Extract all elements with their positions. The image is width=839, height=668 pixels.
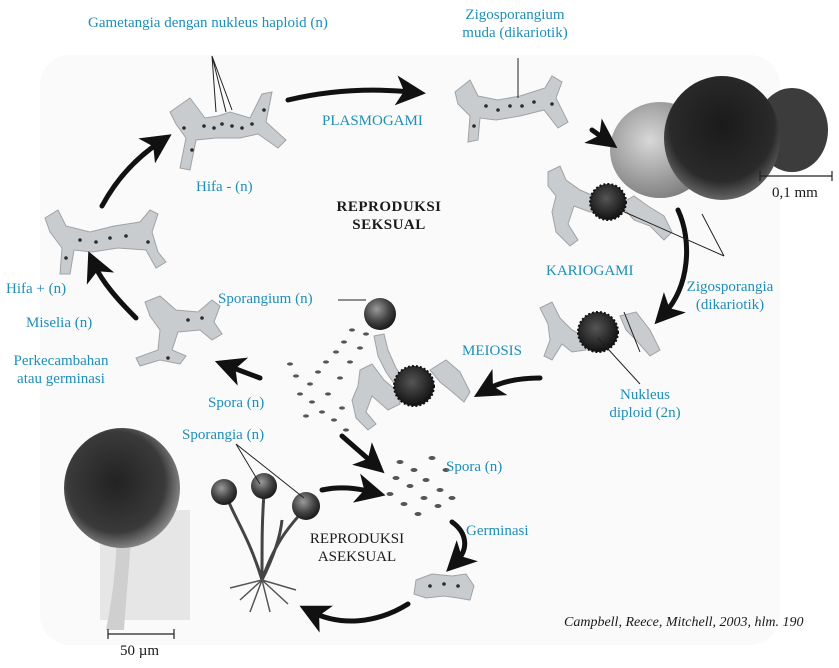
- label-asexual-reproduction-line1: REPRODUKSI: [309, 531, 405, 547]
- arrow-mycelium-up: [86, 251, 139, 321]
- label-gametangia: Gametangia dengan nukleus haploid (n): [88, 15, 328, 31]
- label-karyogamy: KARIOGAMI: [546, 263, 634, 279]
- label-asexual-reproduction-line2: ASEKSUAL: [317, 549, 397, 565]
- mature-zygosporangium-hypha-left: [351, 363, 401, 431]
- label-young-zygosporangium: Zigosporangium muda (dikariotik): [430, 6, 600, 42]
- label-zygosporangia-line1: Zigosporangia: [686, 279, 774, 295]
- arrow-asexual-return: [299, 601, 411, 633]
- meiosis-hypha-left: [539, 301, 587, 361]
- arrow-hifa-up: [99, 134, 172, 209]
- label-asexual-reproduction: REPRODUKSI ASEKSUAL: [292, 530, 422, 566]
- hifa-left-hypha: [44, 209, 167, 275]
- germination-hypha: [413, 573, 475, 601]
- arrow-spores-left: [214, 357, 263, 386]
- label-hifa-minus: Hifa - (n): [196, 179, 253, 195]
- zygosporangium-karyogamy: [589, 183, 627, 221]
- label-meiosis: MEIOSIS: [462, 343, 523, 359]
- spores: [287, 328, 456, 516]
- label-diploid-nucleus-line1: Nukleus: [620, 387, 670, 403]
- label-zygosporangia-line2: (dikariotik): [695, 297, 765, 313]
- leader-zygosporangia: [619, 209, 725, 257]
- label-scale-01mm: 0,1 mm: [772, 185, 818, 201]
- label-mycelium: Miselia (n): [26, 315, 93, 331]
- leader-nucleus: [597, 311, 641, 385]
- sporangium-head: [364, 298, 396, 330]
- leader-sporangia: [235, 443, 305, 499]
- arrow-spores-down: [339, 433, 385, 474]
- label-sexual-reproduction-line2: SEKSUAL: [352, 217, 426, 233]
- sporangium-micrograph: [64, 428, 190, 630]
- karyogamy-hypha-left: [547, 165, 607, 247]
- germinating-zygosporangium: [393, 365, 435, 407]
- label-germination-alt-line2: atau germinasi: [17, 371, 105, 387]
- label-spores-right: Spora (n): [446, 459, 503, 475]
- zygosporangium-meiosis: [577, 311, 619, 353]
- citation: Campbell, Reece, Mitchell, 2003, hlm. 19…: [564, 615, 804, 630]
- arrow-plasmogamy: [285, 75, 426, 106]
- leader-gametangia: [211, 55, 233, 113]
- asexual-sporangiophores: [211, 473, 320, 613]
- label-sporangium: Sporangium (n): [218, 291, 313, 307]
- label-diploid-nucleus: Nukleus diploid (2n): [590, 386, 700, 422]
- label-diploid-nucleus-line2: diploid (2n): [609, 405, 681, 421]
- label-sexual-reproduction-line1: REPRODUKSI: [336, 199, 442, 215]
- label-spores-left: Spora (n): [208, 395, 265, 411]
- label-scale-50um: 50 µm: [120, 643, 160, 659]
- label-germination: Germinasi: [466, 523, 529, 539]
- label-hifa-plus: Hifa + (n): [6, 281, 67, 297]
- mature-zygosporangium-hypha-right: [429, 359, 471, 403]
- karyogamy-hypha-right: [619, 195, 673, 241]
- arrow-to-micrograph: [584, 118, 618, 149]
- zygosporangium-micrograph: [610, 76, 828, 200]
- meiosis-hypha-right: [619, 311, 661, 357]
- mycelium-hypha: [135, 295, 223, 367]
- arrow-to-spores: [319, 473, 386, 503]
- label-germination-alt-line1: Perkecambahan: [13, 353, 109, 369]
- label-sexual-reproduction: REPRODUKSI SEKSUAL: [326, 198, 452, 234]
- arrow-germination: [446, 519, 478, 572]
- arrow-meiosis: [473, 369, 543, 397]
- scale-bar-50um: [107, 629, 175, 639]
- arrow-karyogamy: [654, 207, 690, 325]
- young-zygosporangium-hypha: [454, 75, 569, 143]
- label-zygosporangia: Zigosporangia (dikariotik): [668, 278, 792, 314]
- gametangia-hypha: [169, 91, 287, 171]
- label-plasmogamy: PLASMOGAMI: [322, 113, 423, 129]
- label-sporangia: Sporangia (n): [182, 427, 265, 443]
- label-young-zygosporangium-line1: Zigosporangium: [465, 7, 565, 23]
- label-germination-alt: Perkecambahan atau germinasi: [0, 352, 122, 388]
- scale-bar-01mm: [759, 171, 833, 181]
- label-young-zygosporangium-line2: muda (dikariotik): [462, 25, 568, 41]
